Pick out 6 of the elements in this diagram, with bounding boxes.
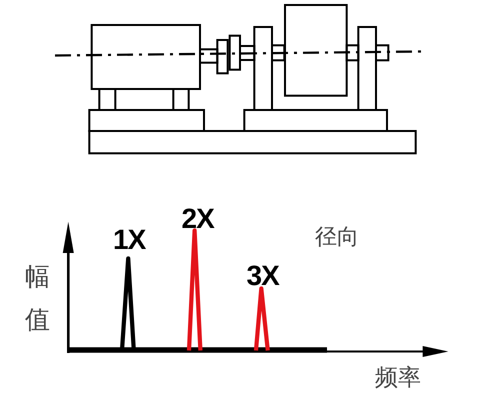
peak-label: 1X bbox=[113, 226, 146, 254]
axis-label: 频率 bbox=[375, 367, 421, 390]
peak-label: 3X bbox=[246, 262, 279, 290]
axis-label: 幅值 bbox=[25, 261, 50, 336]
peak-label: 2X bbox=[182, 204, 214, 233]
direction-label: 径向 bbox=[315, 227, 359, 249]
